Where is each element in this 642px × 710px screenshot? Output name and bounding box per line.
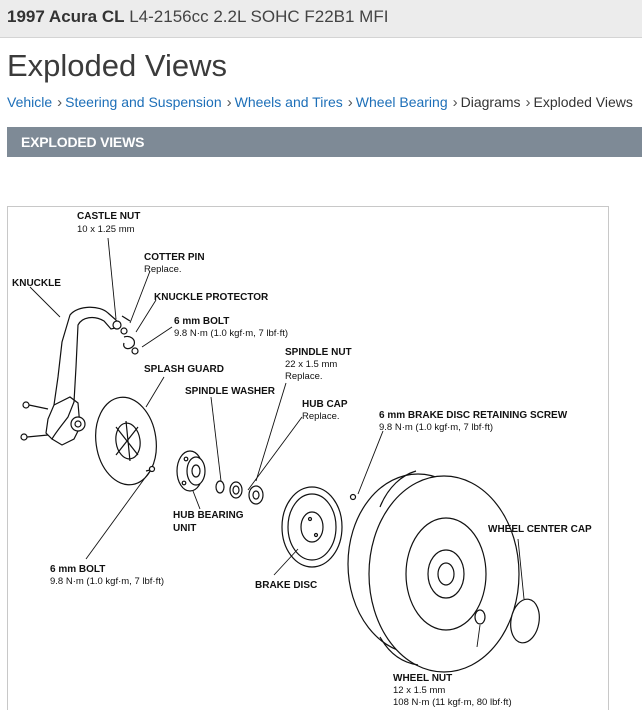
page-title: Exploded Views [7, 48, 228, 83]
vehicle-title: 1997 Acura CL L4-2156cc 2.2L SOHC F22B1 … [7, 7, 388, 27]
label-hub-cap: HUB CAP [302, 399, 348, 410]
breadcrumb-wheel-bearing[interactable]: Wheel Bearing [355, 94, 448, 110]
chevron-right-icon: › [347, 94, 353, 111]
label-cotter-pin: COTTER PIN [144, 252, 205, 263]
brake-disc-part [281, 486, 357, 568]
vehicle-name: 1997 Acura CL [7, 7, 125, 26]
vehicle-header: 1997 Acura CL L4-2156cc 2.2L SOHC F22B1 … [0, 0, 642, 38]
label-castle-nut: CASTLE NUT [77, 211, 140, 222]
label-retaining-screw-torque: 9.8 N·m (1.0 kgf·m, 7 lbf·ft) [379, 422, 493, 433]
leader-lines [29, 237, 525, 648]
exploded-view-drawing: CASTLE NUT 10 x 1.25 mm COTTER PIN Repla… [12, 211, 592, 708]
label-bolt-bottom-torque: 9.8 N·m (1.0 kgf·m, 7 lbf·ft) [50, 576, 164, 587]
label-bolt-bottom: 6 mm BOLT [50, 564, 105, 575]
castle-nut-part [112, 315, 139, 355]
breadcrumb-wheels-tires[interactable]: Wheels and Tires [234, 94, 343, 110]
wheel-center-cap-part [510, 598, 540, 644]
section-header: EXPLODED VIEWS [7, 127, 642, 157]
label-hub-bearing-1: HUB BEARING [173, 510, 244, 521]
label-knuckle: KNUCKLE [12, 278, 61, 289]
label-bolt-top-torque: 9.8 N·m (1.0 kgf·m, 7 lbf·ft) [174, 328, 288, 339]
hub-cap-part [248, 485, 264, 505]
label-brake-disc: BRAKE DISC [255, 580, 317, 591]
breadcrumb-steering-suspension[interactable]: Steering and Suspension [65, 94, 222, 110]
label-retaining-screw: 6 mm BRAKE DISC RETAINING SCREW [379, 410, 568, 421]
exploded-view-diagram: CASTLE NUT 10 x 1.25 mm COTTER PIN Repla… [7, 206, 609, 710]
breadcrumb-current: Exploded Views [533, 94, 633, 110]
label-bolt-top: 6 mm BOLT [174, 316, 229, 327]
breadcrumb: Vehicle›Steering and Suspension›Wheels a… [7, 94, 633, 111]
label-spindle-nut-note: Replace. [285, 371, 323, 382]
spindle-washer-part [215, 480, 225, 494]
label-spindle-washer: SPINDLE WASHER [185, 386, 276, 397]
label-wheel-nut: WHEEL NUT [393, 673, 452, 684]
knuckle-part [20, 306, 121, 446]
label-hub-bearing-2: UNIT [173, 523, 196, 534]
label-castle-nut-size: 10 x 1.25 mm [77, 224, 135, 235]
small-bolt-part [145, 465, 156, 473]
label-spindle-nut: SPINDLE NUT [285, 347, 352, 358]
splash-guard-part [95, 396, 157, 486]
section-title: EXPLODED VIEWS [21, 134, 145, 150]
label-wheel-center-cap: WHEEL CENTER CAP [488, 524, 592, 535]
wheel-tire-part [347, 470, 520, 673]
breadcrumb-diagrams: Diagrams [460, 94, 521, 110]
label-wheel-nut-size: 12 x 1.5 mm [393, 685, 445, 696]
breadcrumb-vehicle[interactable]: Vehicle [7, 94, 53, 110]
chevron-right-icon: › [57, 94, 63, 111]
chevron-right-icon: › [226, 94, 232, 111]
hub-bearing-part [176, 450, 206, 492]
label-splash-guard: SPLASH GUARD [144, 364, 224, 375]
chevron-right-icon: › [525, 94, 531, 111]
wheel-nut-part [474, 609, 486, 625]
label-wheel-nut-torque: 108 N·m (11 kgf·m, 80 lbf·ft) [393, 697, 512, 708]
spindle-nut-part [229, 481, 243, 499]
label-spindle-nut-size: 22 x 1.5 mm [285, 359, 337, 370]
label-cotter-pin-note: Replace. [144, 264, 182, 275]
vehicle-engine: L4-2156cc 2.2L SOHC F22B1 MFI [129, 7, 389, 26]
label-knuckle-protector: KNUCKLE PROTECTOR [154, 292, 269, 303]
label-hub-cap-note: Replace. [302, 411, 340, 422]
chevron-right-icon: › [452, 94, 458, 111]
